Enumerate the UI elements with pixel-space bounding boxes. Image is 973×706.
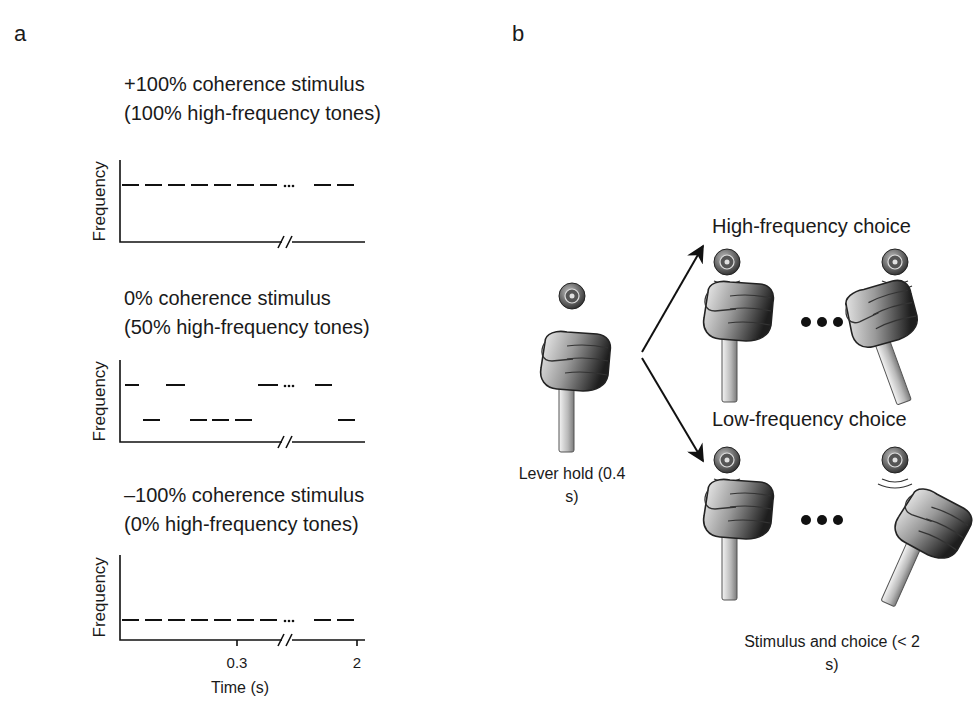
panel-letter: b xyxy=(512,18,524,50)
low-choice-figure xyxy=(704,447,973,622)
axis-label: Frequency xyxy=(88,557,113,637)
choice-title: High-frequency choice xyxy=(712,212,911,241)
panel-letter: a xyxy=(14,18,26,50)
stimulus-title: 0% coherence stimulus (50% high-frequenc… xyxy=(124,284,376,342)
high-choice-figure xyxy=(704,249,946,411)
phase-label: Stimulus and choice (< 2 s) xyxy=(742,630,922,676)
axis-label: Frequency xyxy=(88,161,113,241)
tick-label: 0.3 xyxy=(227,652,248,674)
axis-label: Time (s) xyxy=(211,676,269,699)
choice-arrows xyxy=(642,246,703,461)
phase-label: Lever hold (0.4 s) xyxy=(517,462,627,508)
lever-hold-figure xyxy=(541,283,611,452)
plot-axes xyxy=(120,160,365,646)
tone-dashes xyxy=(122,185,355,620)
stimulus-title: –100% coherence stimulus (0% high-freque… xyxy=(124,481,386,539)
ellipsis-dots xyxy=(284,185,295,623)
axis-label: Frequency xyxy=(88,361,113,441)
tick-label: 2 xyxy=(353,652,361,674)
stimulus-title: +100% coherence stimulus (100% high-freq… xyxy=(124,70,386,128)
choice-title: Low-frequency choice xyxy=(712,405,907,434)
